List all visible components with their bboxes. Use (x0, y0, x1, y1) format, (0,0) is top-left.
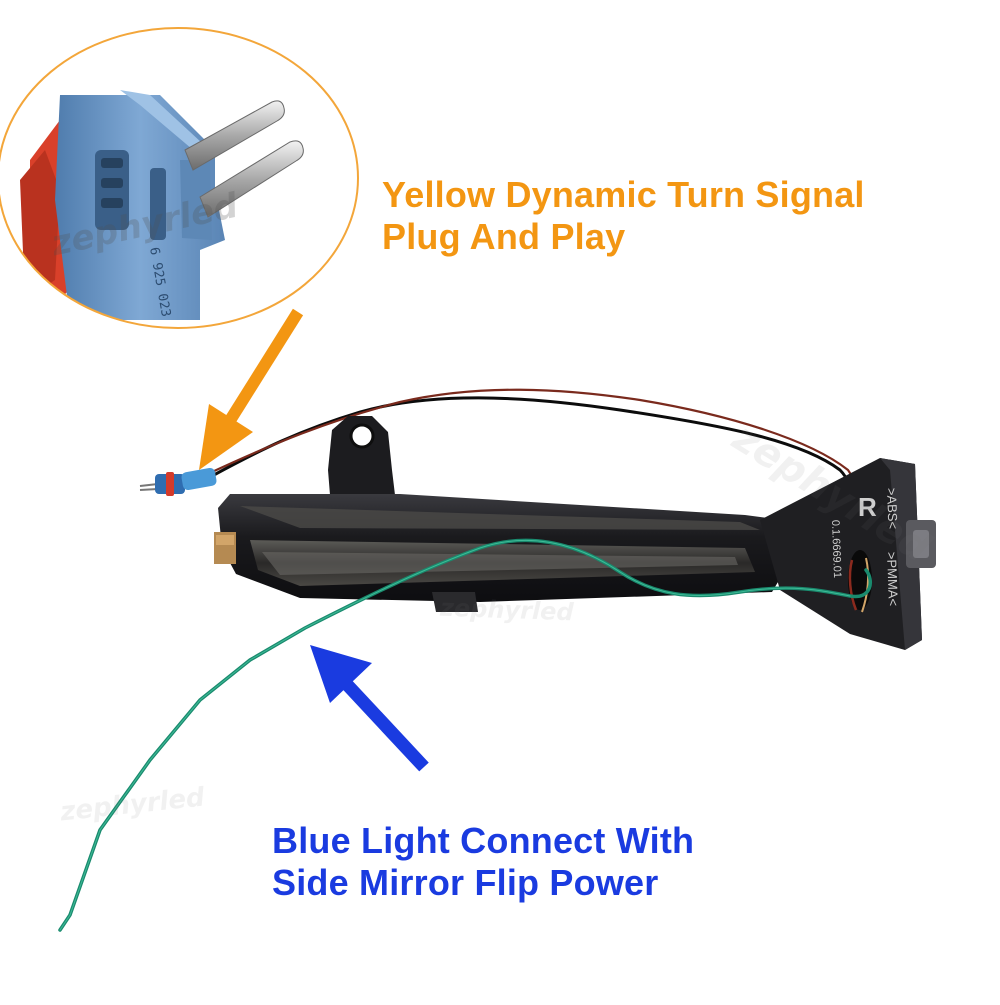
mirror-flip-caption-line1: Blue Light Connect With (272, 820, 695, 861)
housing-letter: R (858, 492, 877, 522)
connector-pins (184, 100, 304, 218)
inline-connector (139, 467, 217, 496)
orange-arrow-icon (199, 308, 304, 470)
mirror-flip-caption: Blue Light Connect With Side Mirror Flip… (272, 820, 694, 904)
indicator-housing: R >ABS< >PMMA< 0.1.6669.01 (214, 416, 936, 650)
turn-signal-caption: Yellow Dynamic Turn Signal Plug And Play (382, 174, 865, 258)
housing-part-number: 0.1.6669.01 (829, 520, 843, 579)
watermark: zephyrled (439, 593, 575, 627)
housing-label-side: >PMMA< (884, 552, 901, 607)
blue-arrow-icon (310, 645, 429, 772)
housing-label-top: >ABS< (884, 488, 900, 530)
mirror-flip-caption-line2: Side Mirror Flip Power (272, 862, 659, 903)
turn-signal-caption-line2: Plug And Play (382, 216, 626, 257)
turn-signal-caption-line1: Yellow Dynamic Turn Signal (382, 174, 865, 215)
green-power-wire (58, 538, 873, 932)
connector-zoom-bubble: 6 925 023 (0, 27, 359, 329)
housing-markings: R >ABS< >PMMA< 0.1.6669.01 (829, 488, 901, 607)
